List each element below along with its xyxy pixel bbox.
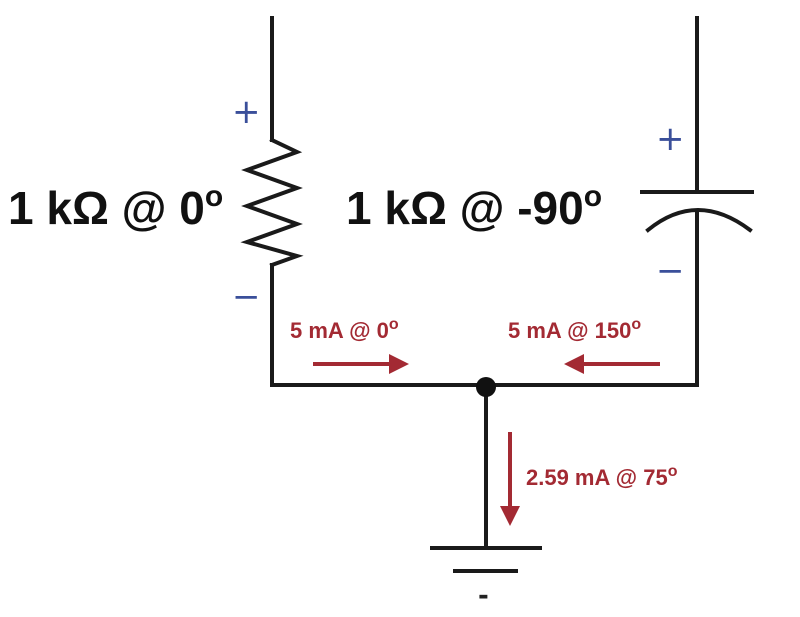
right-current-value: 5 mA @ 150 bbox=[508, 318, 631, 343]
capacitor-minus-sign: − bbox=[656, 251, 685, 291]
down-current-value: 2.59 mA @ 75 bbox=[526, 465, 668, 490]
down-current-label: 2.59 mA @ 75o bbox=[526, 463, 678, 490]
down-current-degree: o bbox=[668, 463, 678, 480]
left-current-degree: o bbox=[389, 316, 399, 333]
left-current-label: 5 mA @ 0o bbox=[290, 316, 399, 343]
capacitor-plus-sign: + bbox=[656, 119, 685, 159]
resistor-label: 1 kΩ @ 0o bbox=[8, 180, 223, 234]
resistor-symbol bbox=[240, 137, 304, 268]
ground-sign: - bbox=[478, 581, 489, 611]
resistor-degree: o bbox=[205, 180, 223, 213]
capacitor-label: 1 kΩ @ -90o bbox=[346, 180, 602, 234]
right-bottom-wire bbox=[484, 210, 699, 387]
junction-node bbox=[476, 377, 496, 397]
left-current-value: 5 mA @ 0 bbox=[290, 318, 389, 343]
capacitor-degree: o bbox=[584, 180, 602, 213]
resistor-plus-sign: + bbox=[232, 92, 261, 132]
right-current-degree: o bbox=[631, 316, 641, 333]
right-current-label: 5 mA @ 150o bbox=[508, 316, 641, 343]
left-bottom-wire bbox=[270, 263, 488, 387]
capacitor-value: 1 kΩ @ -90 bbox=[346, 182, 584, 234]
resistor-minus-sign: − bbox=[232, 277, 261, 317]
resistor-value: 1 kΩ @ 0 bbox=[8, 182, 205, 234]
